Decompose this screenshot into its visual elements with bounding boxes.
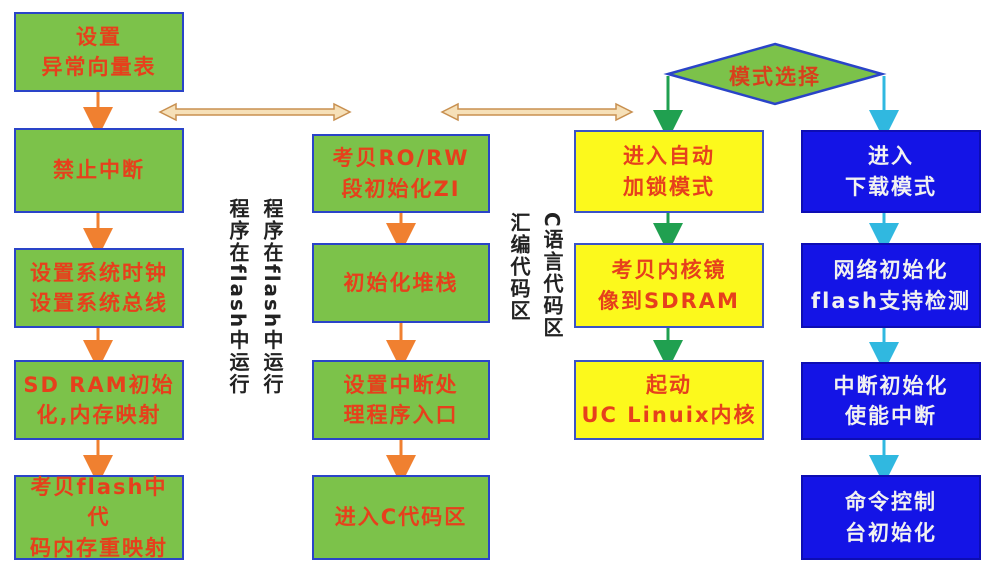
step-copy-kernel-sdram: 考贝内核镜 像到SDRAM [574,243,764,328]
step-sdram-init: SD RAM初始 化,内存映射 [14,360,184,440]
double-arrow-1 [158,102,352,122]
step-enter-c-code: 进入C代码区 [312,475,490,560]
step-start-uclinux-kernel: 起动 UC Linuix内核 [574,360,764,440]
double-arrow-2 [440,102,634,122]
step-setup-vector-table: 设置 异常向量表 [14,12,184,92]
step-interrupt-init-enable: 中断初始化 使能中断 [801,362,981,440]
step-disable-interrupts: 禁止中断 [14,128,184,213]
step-init-stack: 初始化堆栈 [312,243,490,323]
step-copy-flash-remap: 考贝flash中代 码内存重映射 [14,475,184,560]
step-system-clock-bus: 设置系统时钟 设置系统总线 [14,248,184,328]
label-c-code-area: C语言代码区 [540,212,564,339]
step-command-console-init: 命令控制 台初始化 [801,475,981,560]
step-network-flash-init: 网络初始化 flash支持检测 [801,243,981,328]
mode-select-diamond [663,42,887,106]
step-auto-boot-mode: 进入自动 加锁模式 [574,130,764,213]
label-asm-code-area: 汇编代码区 [507,212,531,322]
step-download-mode: 进入 下载模式 [801,130,981,213]
step-copy-ro-rw: 考贝RO/RW 段初始化ZI [312,134,490,213]
step-interrupt-handler-entry: 设置中断处 理程序入口 [312,360,490,440]
label-run-in-flash-a: 程序在flash中运行 [226,198,250,396]
diamond-label: 模式选择 [729,65,821,89]
label-run-in-flash-b: 程序在flash中运行 [260,198,284,396]
